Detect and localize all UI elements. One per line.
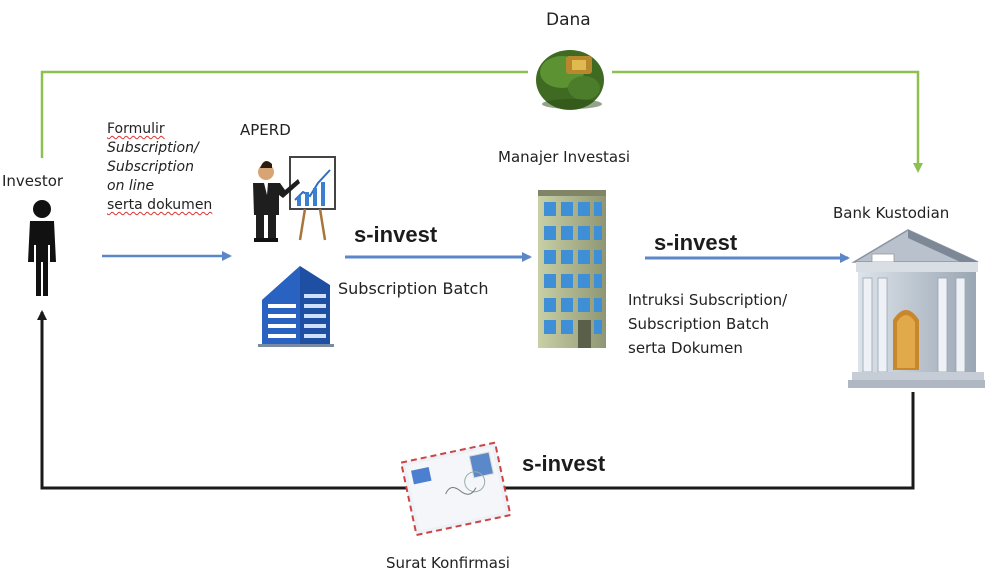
- presenter-chart-icon: [253, 156, 336, 242]
- person-icon: [28, 200, 56, 296]
- instruksi-text: Intruksi Subscription/ Subscription Batc…: [628, 288, 787, 360]
- dana-flow-arrow: [40, 70, 918, 168]
- instruksi-line-3: serta Dokumen: [628, 339, 743, 357]
- dana-label: Dana: [546, 10, 591, 30]
- envelope-icon: [399, 441, 512, 537]
- formulir-line-4: on line: [107, 178, 155, 194]
- formulir-line-3: Subscription: [107, 159, 194, 175]
- subscription-batch-label: Subscription Batch: [338, 279, 489, 298]
- formulir-line-2: Subscription/: [107, 140, 199, 156]
- formulir-text: Formulir Subscription/ Subscription on l…: [107, 120, 212, 215]
- surat-konfirmasi-label: Surat Konfirmasi: [386, 554, 510, 572]
- s-invest-label-3: s-invest: [522, 451, 606, 476]
- money-bag-icon: [536, 50, 604, 110]
- bank-kustodian-label: Bank Kustodian: [833, 204, 950, 222]
- s-invest-label-1: s-invest: [354, 222, 438, 247]
- formulir-line-5: serta dokumen: [107, 197, 213, 213]
- instruksi-line-2: Subscription Batch: [628, 315, 770, 333]
- tower-building-icon: [538, 190, 606, 348]
- instruksi-line-1: Intruksi Subscription/: [628, 291, 788, 309]
- bank-building-icon: [848, 229, 985, 388]
- s-invest-label-2: s-invest: [654, 230, 738, 255]
- office-building-icon: [258, 266, 334, 347]
- investor-label: Investor: [2, 172, 64, 190]
- manajer-investasi-label: Manajer Investasi: [498, 148, 631, 166]
- formulir-line-1: Formulir: [107, 121, 165, 137]
- aperd-label: APERD: [240, 121, 291, 139]
